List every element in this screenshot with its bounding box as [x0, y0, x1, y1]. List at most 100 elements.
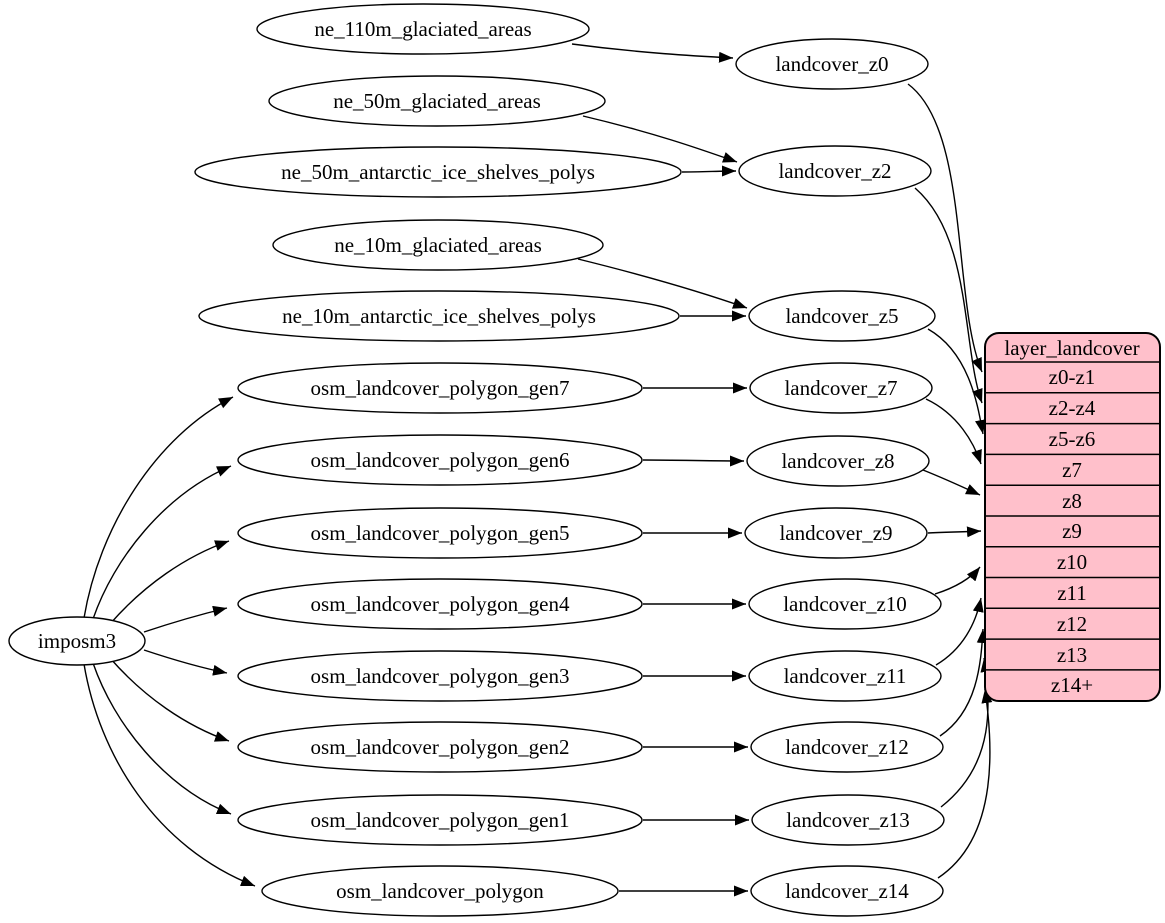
- node-landcover_z14-shape: [750, 865, 944, 917]
- node-landcover_z11-shape: [748, 650, 942, 702]
- edge-ne_10m_glaciated_areas-to-landcover_z5: [577, 258, 748, 309]
- edge-landcover_z11-to-row-z11: [935, 597, 984, 666]
- node-ne_10m_antarctic_ice_shelves_polys-label: ne_10m_antarctic_ice_shelves_polys: [282, 304, 596, 328]
- node-landcover_z5: landcover_z5: [748, 290, 936, 342]
- record-row-z11: z11: [1057, 581, 1087, 605]
- edge-imposm3-to-osm_landcover_polygon_gen7: [83, 396, 234, 619]
- node-landcover_z14-label: landcover_z14: [785, 879, 909, 903]
- edge-imposm3-to-osm_landcover_polygon_gen6: [92, 465, 232, 620]
- edge-landcover_z7-to-row-z7: [925, 398, 982, 465]
- node-ne_10m_glaciated_areas-shape: [272, 219, 604, 271]
- node-landcover_z0-label: landcover_z0: [775, 52, 888, 76]
- record-row-z13: z13: [1057, 643, 1087, 667]
- node-osm_landcover_polygon_gen3: osm_landcover_polygon_gen3: [237, 650, 643, 702]
- node-ne_110m_glaciated_areas-label: ne_110m_glaciated_areas: [314, 17, 531, 41]
- node-osm_landcover_polygon_gen4-label: osm_landcover_polygon_gen4: [311, 592, 570, 616]
- edge-ne_50m_antarctic_ice_shelves_polys-to-landcover_z2: [681, 165, 737, 177]
- node-osm_landcover_polygon_gen5-shape: [237, 507, 643, 559]
- node-landcover_z7: landcover_z7: [749, 362, 933, 414]
- node-landcover_z12-shape: [750, 721, 944, 773]
- edge-imposm3-to-osm_landcover_polygon_gen1: [92, 662, 232, 815]
- record-row-z14plus: z14+: [1051, 673, 1093, 697]
- node-osm_landcover_polygon_gen7-shape: [237, 362, 643, 414]
- node-ne_50m_glaciated_areas: ne_50m_glaciated_areas: [268, 75, 606, 127]
- record-row-z5-z6: z5-z6: [1049, 427, 1096, 451]
- record-row-z0-z1: z0-z1: [1049, 365, 1096, 389]
- node-osm_landcover_polygon_gen6: osm_landcover_polygon_gen6: [237, 434, 643, 486]
- edge-landcover_z9-to-row-z9: [927, 526, 982, 538]
- node-landcover_z2-label: landcover_z2: [778, 159, 891, 183]
- node-ne_10m_glaciated_areas: ne_10m_glaciated_areas: [272, 219, 604, 271]
- edge-imposm3-to-osm_landcover_polygon_gen4: [143, 605, 228, 633]
- edge-landcover_z8-to-row-z8: [922, 469, 981, 496]
- node-imposm3-shape: [8, 616, 146, 666]
- node-osm_landcover_polygon_gen1: osm_landcover_polygon_gen1: [237, 794, 643, 846]
- node-landcover_z13: landcover_z13: [751, 794, 945, 846]
- node-landcover_z13-label: landcover_z13: [786, 808, 910, 832]
- edge-landcover_z5-to-row-z5-z6: [927, 328, 986, 435]
- node-ne_10m_glaciated_areas-label: ne_10m_glaciated_areas: [334, 233, 542, 257]
- node-ne_50m_antarctic_ice_shelves_polys-label: ne_50m_antarctic_ice_shelves_polys: [281, 160, 595, 184]
- node-ne_10m_antarctic_ice_shelves_polys-shape: [198, 290, 680, 342]
- record-row-z2-z4: z2-z4: [1049, 396, 1096, 420]
- node-osm_landcover_polygon_gen3-label: osm_landcover_polygon_gen3: [311, 664, 570, 688]
- node-landcover_z5-label: landcover_z5: [785, 304, 898, 328]
- node-ne_50m_antarctic_ice_shelves_polys: ne_50m_antarctic_ice_shelves_polys: [194, 146, 682, 198]
- node-osm_landcover_polygon_gen2-shape: [237, 721, 643, 773]
- node-osm_landcover_polygon_gen2: osm_landcover_polygon_gen2: [237, 721, 643, 773]
- edge-landcover_z14-to-row-z14plus: [937, 688, 993, 879]
- node-landcover_z14: landcover_z14: [750, 865, 944, 917]
- node-landcover_z10-shape: [748, 578, 942, 630]
- node-landcover_z0-shape: [735, 38, 929, 90]
- node-landcover_z0: landcover_z0: [735, 38, 929, 90]
- node-landcover_z11-label: landcover_z11: [784, 664, 907, 688]
- node-ne_10m_antarctic_ice_shelves_polys: ne_10m_antarctic_ice_shelves_polys: [198, 290, 680, 342]
- node-osm_landcover_polygon: osm_landcover_polygon: [261, 865, 619, 917]
- node-landcover_z11: landcover_z11: [748, 650, 942, 702]
- node-osm_landcover_polygon_gen6-shape: [237, 434, 643, 486]
- edge-imposm3-to-osm_landcover_polygon_gen2: [109, 657, 230, 742]
- node-osm_landcover_polygon_gen1-label: osm_landcover_polygon_gen1: [311, 808, 570, 832]
- edge-imposm3-to-osm_landcover_polygon_gen5: [109, 540, 230, 625]
- edge-imposm3-to-osm_landcover_polygon: [83, 663, 256, 887]
- edge-ne_110m_glaciated_areas-to-landcover_z0: [571, 43, 734, 63]
- node-osm_landcover_polygon-label: osm_landcover_polygon: [336, 879, 544, 903]
- node-landcover_z13-shape: [751, 794, 945, 846]
- layer-landcover-record: layer_landcover z0-z1 z2-z4 z5-z6 z7 z8 …: [984, 332, 1161, 702]
- node-ne_50m_glaciated_areas-label: ne_50m_glaciated_areas: [333, 89, 541, 113]
- edge-landcover_z10-to-row-z10: [934, 566, 981, 595]
- node-osm_landcover_polygon_gen7-label: osm_landcover_polygon_gen7: [311, 376, 570, 400]
- node-osm_landcover_polygon_gen5: osm_landcover_polygon_gen5: [237, 507, 643, 559]
- node-landcover_z2: landcover_z2: [738, 145, 932, 197]
- record-row-z8: z8: [1062, 489, 1082, 513]
- node-landcover_z12-label: landcover_z12: [785, 735, 909, 759]
- node-osm_landcover_polygon_gen5-label: osm_landcover_polygon_gen5: [311, 521, 570, 545]
- edge-landcover_z0-to-row-z0-z1: [907, 83, 983, 373]
- node-landcover_z9-label: landcover_z9: [779, 521, 892, 545]
- node-landcover_z7-label: landcover_z7: [784, 376, 897, 400]
- node-ne_110m_glaciated_areas: ne_110m_glaciated_areas: [256, 3, 590, 55]
- node-ne_50m_antarctic_ice_shelves_polys-shape: [194, 146, 682, 198]
- node-landcover_z5-shape: [748, 290, 936, 342]
- node-landcover_z10: landcover_z10: [748, 578, 942, 630]
- node-osm_landcover_polygon_gen6-label: osm_landcover_polygon_gen6: [311, 448, 570, 472]
- node-osm_landcover_polygon_gen2-label: osm_landcover_polygon_gen2: [311, 735, 570, 759]
- node-landcover_z7-shape: [749, 362, 933, 414]
- record-row-z9: z9: [1062, 519, 1082, 543]
- node-osm_landcover_polygon_gen7: osm_landcover_polygon_gen7: [237, 362, 643, 414]
- node-osm_landcover_polygon_gen3-shape: [237, 650, 643, 702]
- edge-osm_landcover_polygon_gen6-to-landcover_z8: [642, 455, 745, 467]
- record-row-z10: z10: [1057, 550, 1087, 574]
- node-landcover_z9-shape: [744, 507, 928, 559]
- node-osm_landcover_polygon-shape: [261, 865, 619, 917]
- edge-landcover_z2-to-row-z2-z4: [914, 187, 983, 404]
- node-osm_landcover_polygon_gen4-shape: [237, 578, 643, 630]
- record-row-z12: z12: [1057, 612, 1087, 636]
- node-osm_landcover_polygon_gen1-shape: [237, 794, 643, 846]
- record-title: layer_landcover: [1004, 336, 1139, 360]
- node-landcover_z8: landcover_z8: [746, 435, 930, 487]
- node-imposm3-label: imposm3: [38, 629, 116, 653]
- node-landcover_z8-label: landcover_z8: [781, 449, 894, 473]
- node-landcover_z2-shape: [738, 145, 932, 197]
